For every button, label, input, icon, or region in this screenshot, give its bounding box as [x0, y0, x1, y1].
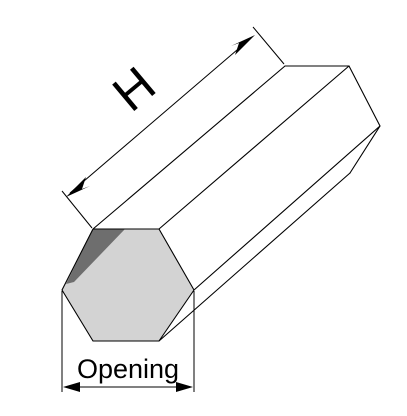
h-extension-line-far [252, 26, 285, 65]
h-arrowhead-near [66, 177, 90, 197]
body-edge-top-right [158, 65, 350, 230]
h-dimension-line [69, 37, 252, 194]
h-extension-line-near [61, 190, 93, 229]
body-edge-bottom-right [158, 172, 351, 342]
opening-arrowhead-left [63, 382, 80, 392]
hex-end-face-shadow [66, 229, 125, 284]
far-end-edges [284, 65, 381, 174]
body-edge-right [193, 125, 381, 291]
hex-end-face [62, 229, 194, 341]
opening-arrowhead-right [176, 382, 193, 392]
opening-label: Opening [77, 354, 179, 384]
height-label: H [102, 56, 166, 122]
body-edge-top-left [92, 65, 286, 230]
h-arrowhead-far [231, 35, 255, 55]
